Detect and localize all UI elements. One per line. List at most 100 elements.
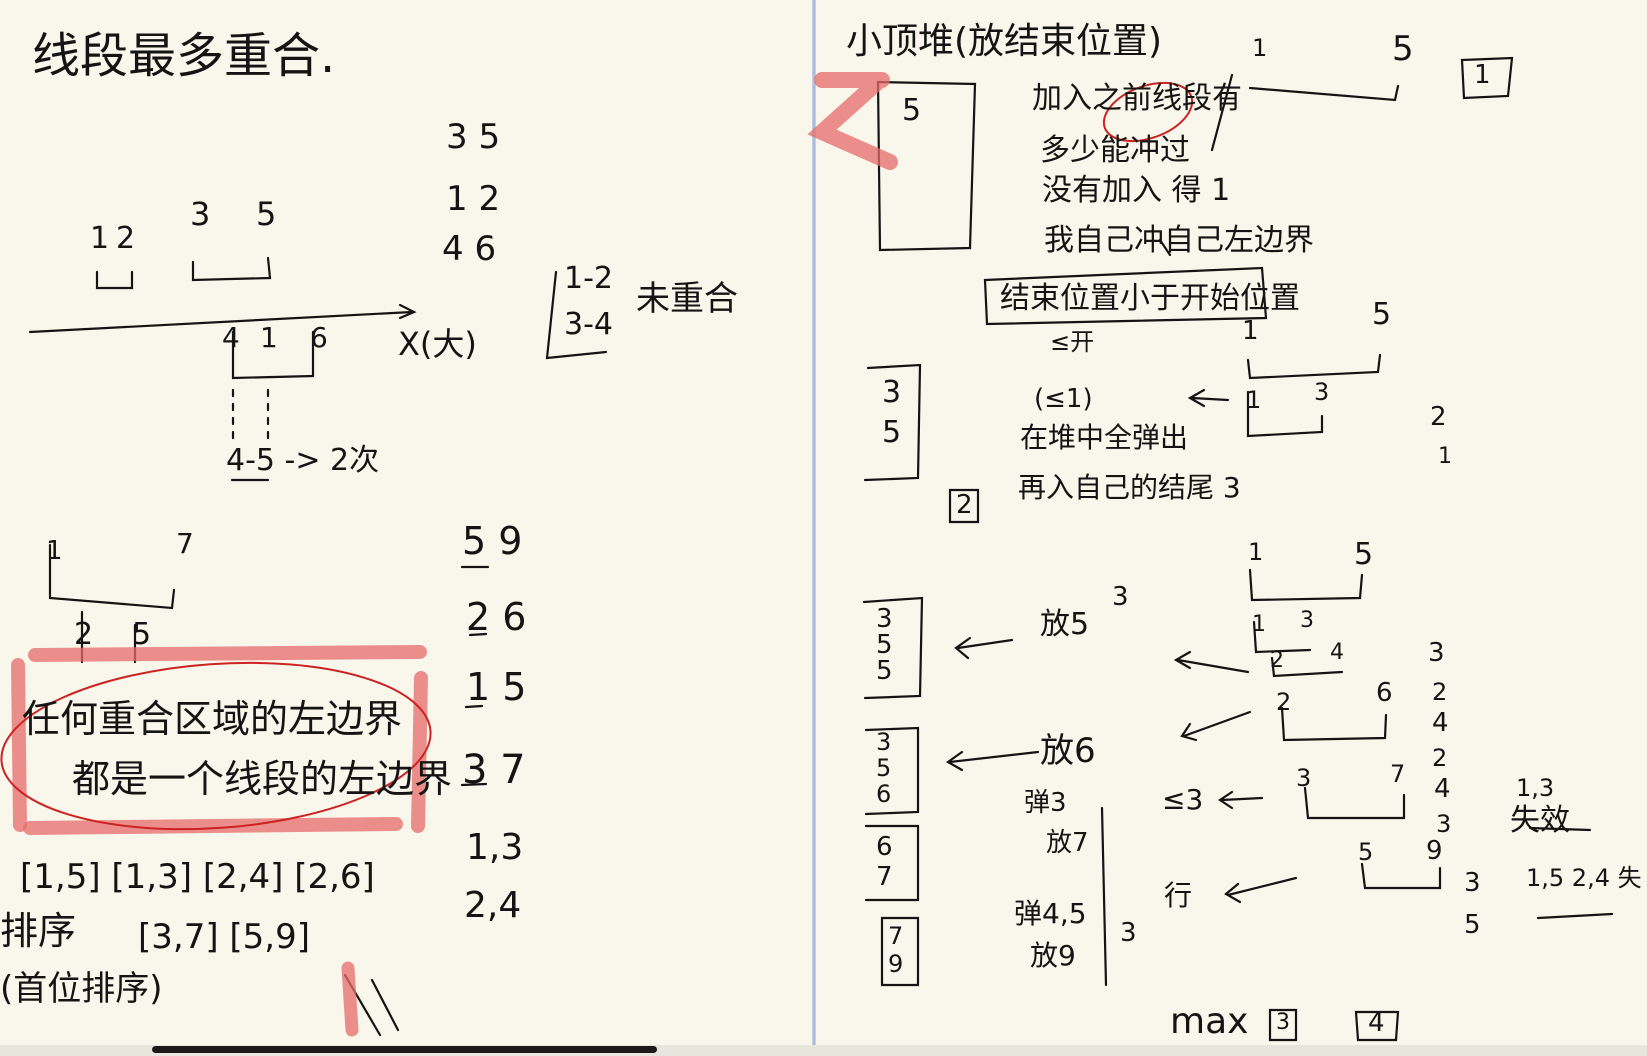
axis-label: X(大) [398,325,477,363]
pair-r5: 1,3 [466,827,524,868]
seg-3-b: 4 [1330,640,1344,665]
count-2: 2 [1432,678,1448,706]
heap6-0: 7 [888,922,904,950]
max-box: 3 [1276,1010,1290,1035]
pop-note-1: 在堆中全弹出 [1020,421,1189,454]
seg-4-b: 6 [1376,678,1393,708]
heap4-1: 5 [876,754,892,782]
seg-5-a: 3 [1296,764,1312,792]
red-ellipse [0,661,432,831]
no-overlap-label: 未重合 [636,279,738,319]
seg-4-a: 2 [1276,688,1292,716]
pop-note-2: 再入自己的结尾 3 [1018,471,1241,504]
max-label: max [1170,1001,1249,1042]
seg-label-c2: 1 [260,321,278,354]
sort-label: 排序 [0,909,77,953]
count-6: 3 [1436,810,1452,838]
boxed-line-1: 任何重合区域的左边界 [22,697,403,741]
top-1: 1 [1252,34,1268,62]
count-8: 3 [1120,918,1137,948]
le-3: ≤3 [1162,783,1204,816]
box-2: 2 [956,490,973,520]
seg-1-a: 1 [1248,538,1264,566]
seg2-p1: 1 [46,536,63,566]
seg-label-b1: 3 [190,195,211,233]
count-3: 4 [1432,708,1449,738]
seg-label-b2: 5 [256,195,277,233]
seg-label-c1: 4 [222,321,240,354]
put-7: 放7 [1046,828,1089,858]
pop-3: 弹3 [1024,788,1067,818]
interval-list-1: [1,5] [1,3] [2,4] [2,6] [20,857,375,897]
count-5: 4 [1434,774,1451,804]
pair-r2: 2 6 [466,595,527,639]
seg-6-a: 5 [1358,838,1374,866]
pair-r4: 3 7 [462,747,526,793]
seg-5-b: 7 [1390,760,1406,788]
note-3: 没有加入 得 1 [1042,173,1231,208]
count-0: 3 [1112,582,1129,612]
seg-6-b: 9 [1426,836,1443,866]
overlap-result: 4-5 -> 2次 [226,443,380,478]
pop-4-5: 弹4,5 [1014,897,1087,930]
seg-r-s2: 5 [1372,297,1392,332]
heap2-bottom: 5 [882,415,902,450]
heap6-1: 9 [888,950,904,978]
le-open: ≤开 [1050,328,1095,356]
left-note-page [0,0,812,1045]
home-indicator[interactable] [152,1046,657,1053]
put-5: 放5 [1040,607,1090,642]
pair-r6: 2,4 [464,885,522,926]
pair-2: 1 2 [446,179,501,219]
page-divider [812,0,816,1056]
heap5-1: 7 [876,862,893,892]
seg-r-s1: 1 [1242,316,1259,346]
no-overlap-1: 1-2 [564,261,613,296]
seg-3-a: 2 [1270,648,1284,673]
seg2-p3: 2 [74,617,94,652]
max-value: 4 [1368,1008,1385,1038]
heap1-value: 5 [902,93,922,128]
count-9: 5 [1464,910,1481,940]
heap3-1: 5 [876,630,893,660]
seg2-p2: 7 [176,527,194,560]
axis-line [28,310,414,334]
top-box-1: 1 [1474,60,1491,90]
pair-1: 3 5 [446,117,501,157]
sort-note: (首位排序) [0,969,163,1009]
le-one: (≤1) [1034,384,1093,414]
heap4-0: 3 [876,728,892,756]
pair-3: 4 6 [442,229,497,269]
note-1: 加入之前线段有 [1032,81,1242,116]
right-title: 小顶堆(放结束位置) [846,21,1163,62]
heap3-0: 3 [876,604,893,634]
interval-list-2: [3,7] [5,9] [138,917,311,957]
seg-label-a2: 2 [116,221,136,256]
seg-label-c3: 6 [310,321,328,354]
count-4: 2 [1432,744,1448,772]
seg-label-a1: 1 [90,221,110,256]
seg-r-cnt: 2 [1430,402,1447,432]
count-7: 3 [1464,868,1481,898]
fail-2: 1,5 2,4 失 [1526,864,1642,892]
bottom-strip [0,1045,1647,1056]
row-symbol: 行 [1164,879,1193,912]
seg-2-a: 1 [1252,612,1266,637]
put-9: 放9 [1030,939,1076,972]
put-6: 放6 [1040,731,1096,771]
fail-1: 1,3 [1516,774,1555,802]
count-1: 3 [1428,638,1445,668]
note-4: 我自己冲自己左边界 [1044,223,1314,258]
seg-1-b: 5 [1354,537,1374,572]
seg2-p4: 5 [132,617,152,652]
heap4-2: 6 [876,780,892,808]
highlight-top [28,645,427,662]
seg-2-b: 3 [1300,608,1314,633]
pair-r3: 1 5 [466,665,527,709]
heap5-0: 6 [876,832,893,862]
note-2: 多少能冲过 [1040,133,1190,168]
boxed-rule: 结束位置小于开始位置 [1000,281,1300,316]
left-title: 线段最多重合. [32,28,336,84]
boxed-line-2: 都是一个线段的左边界 [72,757,453,801]
